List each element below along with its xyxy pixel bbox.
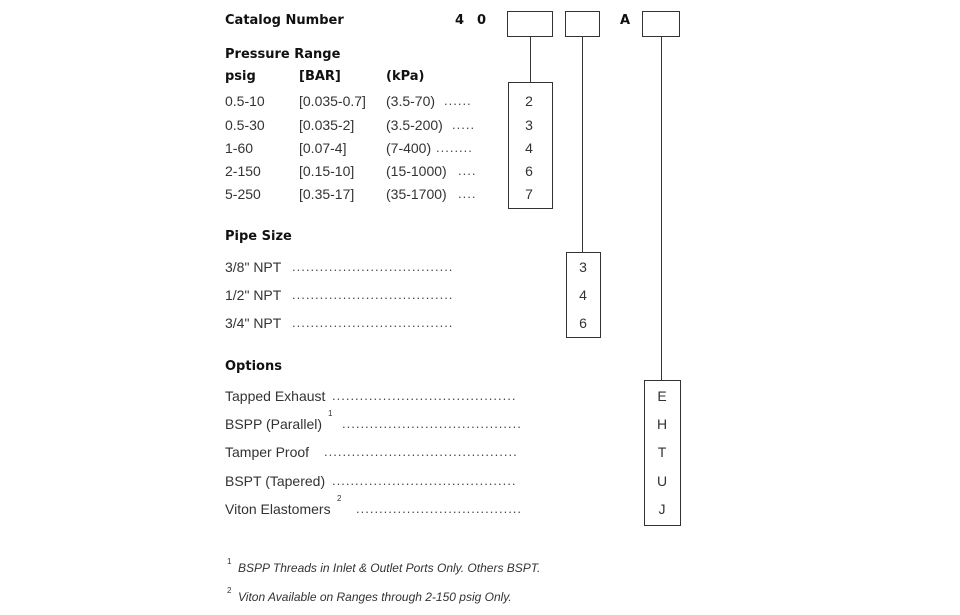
- option-label: Tamper Proof: [225, 444, 310, 460]
- options-connector-line: [661, 37, 662, 380]
- option-code: T: [657, 444, 667, 460]
- leader-dots: ....: [458, 186, 477, 201]
- kpa-column-header: (kPa): [386, 69, 425, 84]
- bar-value: [0.035-0.7]: [299, 93, 366, 109]
- options-title: Options: [225, 359, 282, 374]
- option-label: BSPT (Tapered): [225, 473, 326, 489]
- leader-dots: ....................................: [356, 501, 523, 516]
- bar-value: [0.15-10]: [299, 163, 355, 179]
- psig-column-header: psig: [225, 69, 256, 84]
- option-code: J: [658, 501, 666, 517]
- options-codes-column: [644, 380, 681, 526]
- kpa-value: (15-1000): [386, 163, 447, 179]
- leader-dots: ........: [436, 140, 473, 155]
- kpa-value: (3.5-70): [386, 93, 436, 109]
- pipe-code: 6: [579, 315, 587, 331]
- psig-value: 2-150: [225, 163, 261, 179]
- catalog-letter: A: [620, 13, 631, 28]
- leader-dots: ........................................: [332, 388, 517, 403]
- leader-dots: .....: [452, 117, 476, 132]
- leader-dots: ....: [458, 163, 477, 178]
- option-code: H: [656, 416, 668, 432]
- footnote-mark: 2: [227, 586, 232, 595]
- kpa-value: (7-400): [386, 140, 432, 156]
- footnote-marker: 2: [337, 494, 342, 503]
- bar-value: [0.035-2]: [299, 117, 355, 133]
- options-code-box: [642, 11, 680, 37]
- footnote-mark: 1: [227, 557, 232, 566]
- leader-dots: ........................................: [332, 473, 517, 488]
- option-label: BSPP (Parallel): [225, 416, 323, 432]
- pipe-size-title: Pipe Size: [225, 229, 292, 244]
- pressure-code: 7: [525, 186, 533, 202]
- leader-dots: ......: [444, 93, 472, 108]
- psig-value: 1-60: [225, 140, 254, 156]
- kpa-value: (3.5-200): [386, 117, 443, 133]
- bar-value: [0.07-4]: [299, 140, 347, 156]
- pressure-code-box: [507, 11, 553, 37]
- kpa-value: (35-1700): [386, 186, 447, 202]
- psig-value: 5-250: [225, 186, 261, 202]
- pressure-connector-line: [530, 37, 531, 82]
- pipe-code-box: [565, 11, 600, 37]
- catalog-digit-2: 0: [477, 13, 487, 28]
- psig-value: 0.5-10: [225, 93, 265, 109]
- pressure-code: 3: [525, 117, 533, 133]
- option-code: U: [656, 473, 668, 489]
- leader-dots: ........................................…: [324, 444, 518, 459]
- leader-dots: ...................................: [292, 259, 454, 274]
- pressure-code: 4: [525, 140, 533, 156]
- pipe-code: 3: [579, 259, 587, 275]
- bar-value: [0.35-17]: [299, 186, 355, 202]
- pipe-size-label: 3/8" NPT: [225, 259, 282, 275]
- psig-value: 0.5-30: [225, 117, 265, 133]
- pipe-code: 4: [579, 287, 587, 303]
- leader-dots: ...................................: [292, 287, 454, 302]
- option-label: Tapped Exhaust: [225, 388, 326, 404]
- catalog-digit-1: 4: [455, 13, 465, 28]
- option-label: Viton Elastomers: [225, 501, 331, 517]
- pipe-codes-column: [566, 252, 601, 338]
- footnote-marker: 1: [328, 409, 333, 418]
- pressure-code: 2: [525, 93, 533, 109]
- bar-column-header: [BAR]: [299, 69, 341, 84]
- footnote-text: BSPP Threads in Inlet & Outlet Ports Onl…: [238, 561, 541, 575]
- pipe-size-label: 3/4" NPT: [225, 315, 282, 331]
- pressure-range-title: Pressure Range: [225, 47, 341, 62]
- pressure-code: 6: [525, 163, 533, 179]
- catalog-number-label: Catalog Number: [225, 13, 344, 28]
- footnote-text: Viton Available on Ranges through 2-150 …: [238, 590, 512, 604]
- pressure-codes-column: [508, 82, 553, 209]
- pipe-connector-line: [582, 37, 583, 252]
- leader-dots: .......................................: [342, 416, 522, 431]
- option-code: E: [657, 388, 667, 404]
- pipe-size-label: 1/2" NPT: [225, 287, 282, 303]
- leader-dots: ...................................: [292, 315, 454, 330]
